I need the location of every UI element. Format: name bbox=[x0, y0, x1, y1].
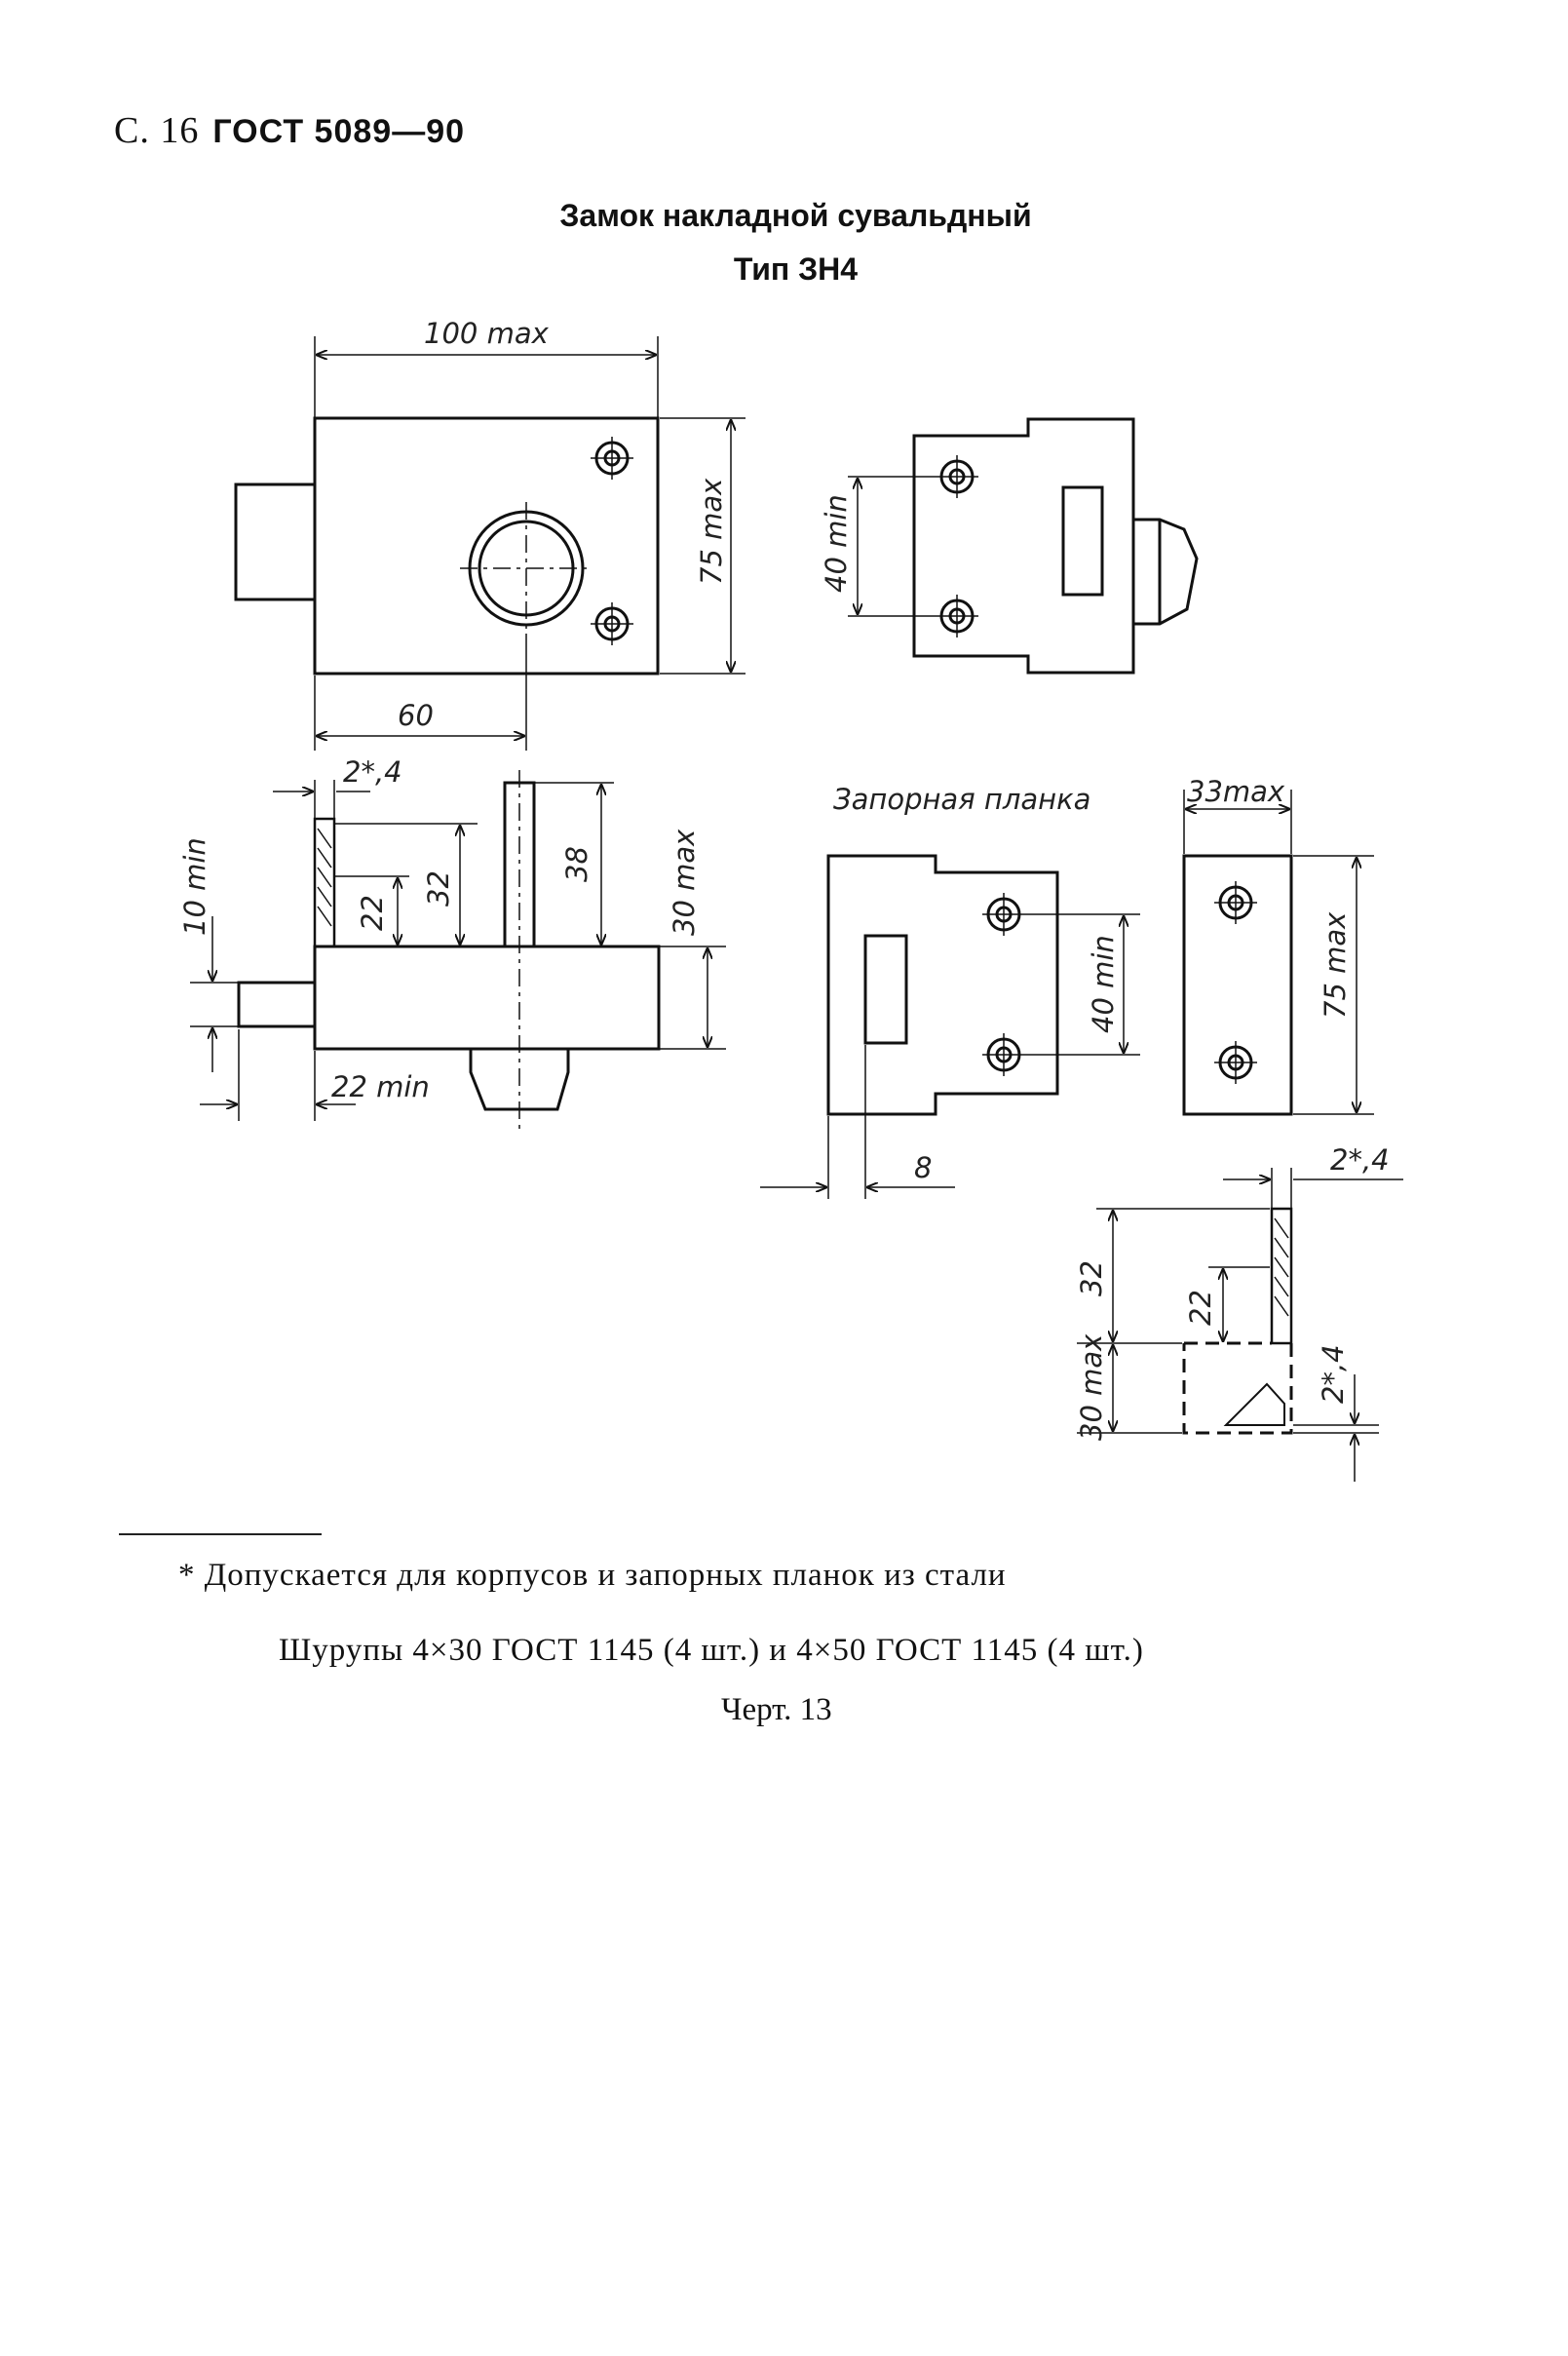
dim-label: 40 min bbox=[1087, 935, 1120, 1033]
footnote: * Допускается для корпусов и запорных пл… bbox=[178, 1558, 1007, 1593]
screw-hole-icon bbox=[1214, 881, 1257, 924]
dim-label: 30 max bbox=[668, 829, 701, 936]
footnote-rule bbox=[119, 1533, 322, 1535]
dim-label: 38 bbox=[560, 846, 593, 882]
lock-front-view: 100 max 75 max 60 bbox=[234, 317, 746, 751]
strike-plate-section: 2*,4 32 22 30 max 2*,4 bbox=[1075, 1143, 1403, 1482]
dim-label: 8 bbox=[914, 1151, 932, 1184]
screw-hole-icon bbox=[982, 893, 1025, 936]
drawing-title: Замок накладной сувальдный bbox=[559, 198, 1032, 233]
screws-spec: Шурупы 4×30 ГОСТ 1145 (4 шт.) и 4×50 ГОС… bbox=[279, 1633, 1144, 1668]
dim-label: 100 max bbox=[424, 317, 550, 350]
page-number: С. 16 bbox=[114, 110, 200, 151]
strike-plate-side: 33max 75 max bbox=[1182, 775, 1374, 1116]
dim-label: 22 bbox=[1184, 1290, 1217, 1326]
dim-label: 2*,4 bbox=[1330, 1143, 1390, 1177]
figure-label: Черт. 13 bbox=[721, 1692, 832, 1727]
screw-hole-icon bbox=[1214, 1041, 1257, 1084]
dim-label: 32 bbox=[422, 870, 455, 907]
dim-label: 30 max bbox=[1075, 1333, 1108, 1441]
dim-label: 40 min bbox=[820, 494, 853, 593]
standard-number: ГОСТ 5089—90 bbox=[212, 113, 466, 150]
screw-hole-icon bbox=[591, 602, 633, 645]
screw-hole-icon bbox=[936, 455, 978, 498]
dim-label: 2*,4 bbox=[343, 755, 402, 789]
lock-section-view: 2*,4 10 min 22 32 38 30 max 22 min bbox=[178, 755, 726, 1131]
strike-plate-front: Запорная планка 40 min 8 bbox=[760, 783, 1140, 1199]
dim-label: 75 max bbox=[695, 478, 728, 585]
dim-label: 10 min bbox=[178, 837, 211, 936]
dim-label: 60 bbox=[398, 699, 434, 732]
strike-plate-caption: Запорная планка bbox=[833, 783, 1090, 816]
dim-label: 2*,4 bbox=[1317, 1344, 1350, 1404]
dim-label: 22 min bbox=[331, 1070, 430, 1103]
page-header: С. 16 ГОСТ 5089—90 bbox=[114, 109, 465, 152]
lock-side-view: 40 min bbox=[820, 417, 1199, 675]
dim-label: 33max bbox=[1187, 775, 1285, 808]
screw-hole-icon bbox=[591, 437, 633, 480]
screw-hole-icon bbox=[936, 595, 978, 637]
drawing-type: Тип ЗН4 bbox=[733, 251, 859, 287]
dim-label: 22 bbox=[356, 895, 389, 931]
dim-label: 32 bbox=[1075, 1260, 1108, 1296]
dim-label: 75 max bbox=[1319, 911, 1352, 1019]
screw-hole-icon bbox=[982, 1033, 1025, 1076]
technical-drawing: 100 max 75 max 60 40 min bbox=[178, 317, 1403, 1482]
